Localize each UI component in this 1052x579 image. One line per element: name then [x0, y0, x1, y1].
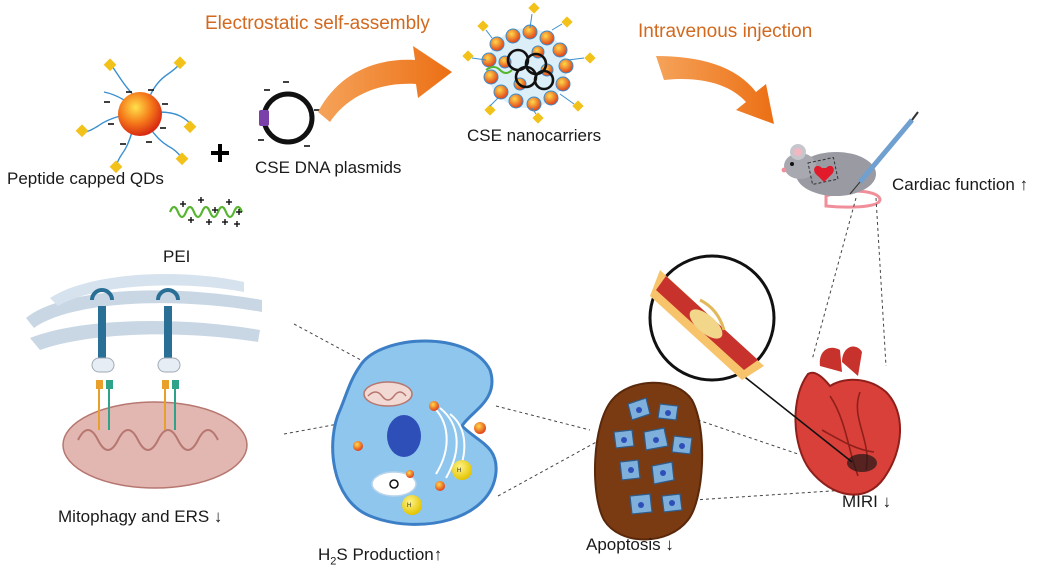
mitophagy-ers-label: Mitophagy and ERS ↓ [58, 507, 223, 526]
vessel-magnifier [648, 254, 776, 382]
apoptosis-tissue-illustration [593, 381, 704, 541]
step-self-assembly-label: Electrostatic self-assembly [205, 13, 430, 34]
apoptosis-label: Apoptosis ↓ [586, 535, 674, 554]
h2s-prefix: H [318, 545, 331, 564]
cardiac-function-label: Cardiac function ↑ [892, 175, 1029, 194]
h2s-suffix: S Production↑ [336, 545, 443, 564]
injection-arrow [656, 56, 774, 124]
pei-illustration [168, 197, 244, 227]
heart-illustration [735, 346, 902, 496]
plus-sign [211, 144, 229, 162]
connector-lines [283, 197, 887, 501]
quantum-dot-illustration [75, 56, 197, 174]
miri-label: MIRI ↓ [842, 492, 892, 511]
qds-label: Peptide capped QDs [7, 169, 164, 188]
h2s-molecule-label-1: H [457, 468, 461, 474]
h2s-production-label: H2S Production↑ [318, 546, 442, 567]
plasmid-illustration [258, 81, 320, 147]
h2s-molecule-label-2: H [407, 503, 411, 509]
plasmids-label: CSE DNA plasmids [255, 158, 402, 177]
pei-label: PEI [163, 247, 191, 266]
step-injection-label: Intravenous injection [638, 21, 813, 42]
mouse-illustration [781, 111, 919, 209]
cell-illustration: H H [331, 339, 498, 526]
nanocarriers-label: CSE nanocarriers [467, 126, 602, 145]
organelle-illustration [26, 274, 262, 489]
self-assembly-arrow [318, 46, 452, 122]
h2s-subscript: 2 [330, 555, 337, 568]
nanocarrier-cluster [462, 2, 596, 124]
